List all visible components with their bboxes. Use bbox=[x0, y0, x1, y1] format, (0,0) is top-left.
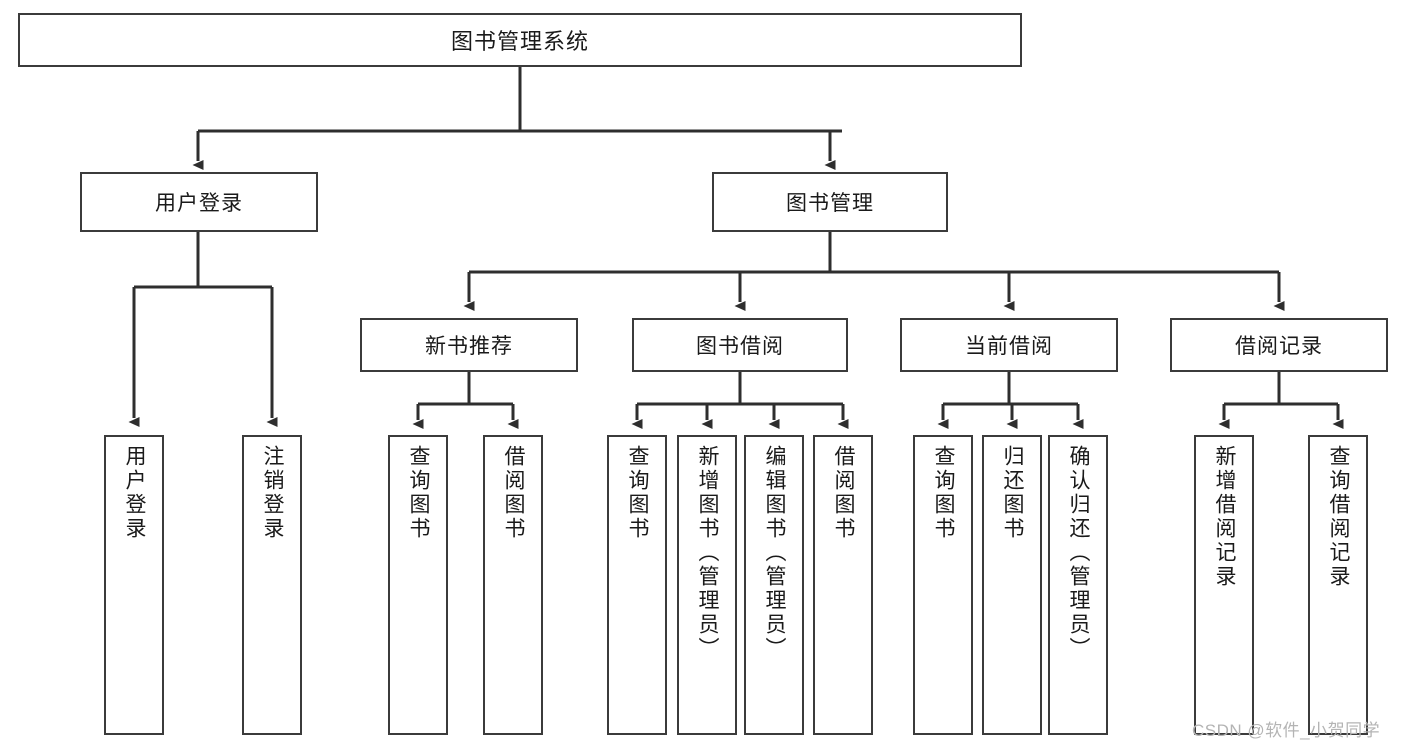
leaf-user-login-logout[interactable]: 注销登录 bbox=[242, 435, 302, 735]
node-label: 查询借阅记录 bbox=[1327, 445, 1351, 589]
node-label: 图书借阅 bbox=[696, 335, 784, 358]
node-label: 图书管理 bbox=[786, 192, 874, 215]
node-label: 查询图书 bbox=[932, 445, 956, 541]
node-borrow-record[interactable]: 借阅记录 bbox=[1170, 318, 1388, 372]
leaf-new-book-query[interactable]: 查询图书 bbox=[388, 435, 448, 735]
node-label: 借阅记录 bbox=[1235, 335, 1323, 358]
node-book-management[interactable]: 图书管理 bbox=[712, 172, 948, 232]
node-current-borrow[interactable]: 当前借阅 bbox=[900, 318, 1118, 372]
node-label: 查询图书 bbox=[407, 445, 431, 541]
node-label: 当前借阅 bbox=[965, 335, 1053, 358]
leaf-book-borrow-query[interactable]: 查询图书 bbox=[607, 435, 667, 735]
node-label: 借阅图书 bbox=[502, 445, 526, 541]
leaf-borrow-record-query[interactable]: 查询借阅记录 bbox=[1308, 435, 1368, 735]
node-label: 图书管理系统 bbox=[450, 29, 589, 54]
leaf-book-borrow-borrow[interactable]: 借阅图书 bbox=[813, 435, 873, 735]
node-label: 新增图书（管理员） bbox=[696, 445, 720, 661]
node-label: 编辑图书（管理员） bbox=[763, 445, 787, 661]
leaf-current-borrow-query[interactable]: 查询图书 bbox=[913, 435, 973, 735]
leaf-user-login-login[interactable]: 用户登录 bbox=[104, 435, 164, 735]
node-label: 借阅图书 bbox=[832, 445, 856, 541]
leaf-borrow-record-add[interactable]: 新增借阅记录 bbox=[1194, 435, 1254, 735]
node-label: 用户登录 bbox=[123, 445, 147, 541]
leaf-book-borrow-add[interactable]: 新增图书（管理员） bbox=[677, 435, 737, 735]
node-label: 注销登录 bbox=[261, 445, 285, 541]
node-label: 归还图书 bbox=[1001, 445, 1025, 541]
leaf-book-borrow-edit[interactable]: 编辑图书（管理员） bbox=[744, 435, 804, 735]
node-user-login[interactable]: 用户登录 bbox=[80, 172, 318, 232]
node-new-book-recommend[interactable]: 新书推荐 bbox=[360, 318, 578, 372]
leaf-new-book-borrow[interactable]: 借阅图书 bbox=[483, 435, 543, 735]
leaf-current-borrow-confirm-return[interactable]: 确认归还（管理员） bbox=[1048, 435, 1108, 735]
node-label: 用户登录 bbox=[155, 192, 243, 215]
node-label: 新增借阅记录 bbox=[1213, 445, 1237, 589]
node-book-borrow[interactable]: 图书借阅 bbox=[632, 318, 848, 372]
leaf-current-borrow-return[interactable]: 归还图书 bbox=[982, 435, 1042, 735]
node-label: 新书推荐 bbox=[425, 335, 513, 358]
node-label: 确认归还（管理员） bbox=[1067, 445, 1091, 661]
node-label: 查询图书 bbox=[626, 445, 650, 541]
node-root-system[interactable]: 图书管理系统 bbox=[18, 13, 1022, 67]
